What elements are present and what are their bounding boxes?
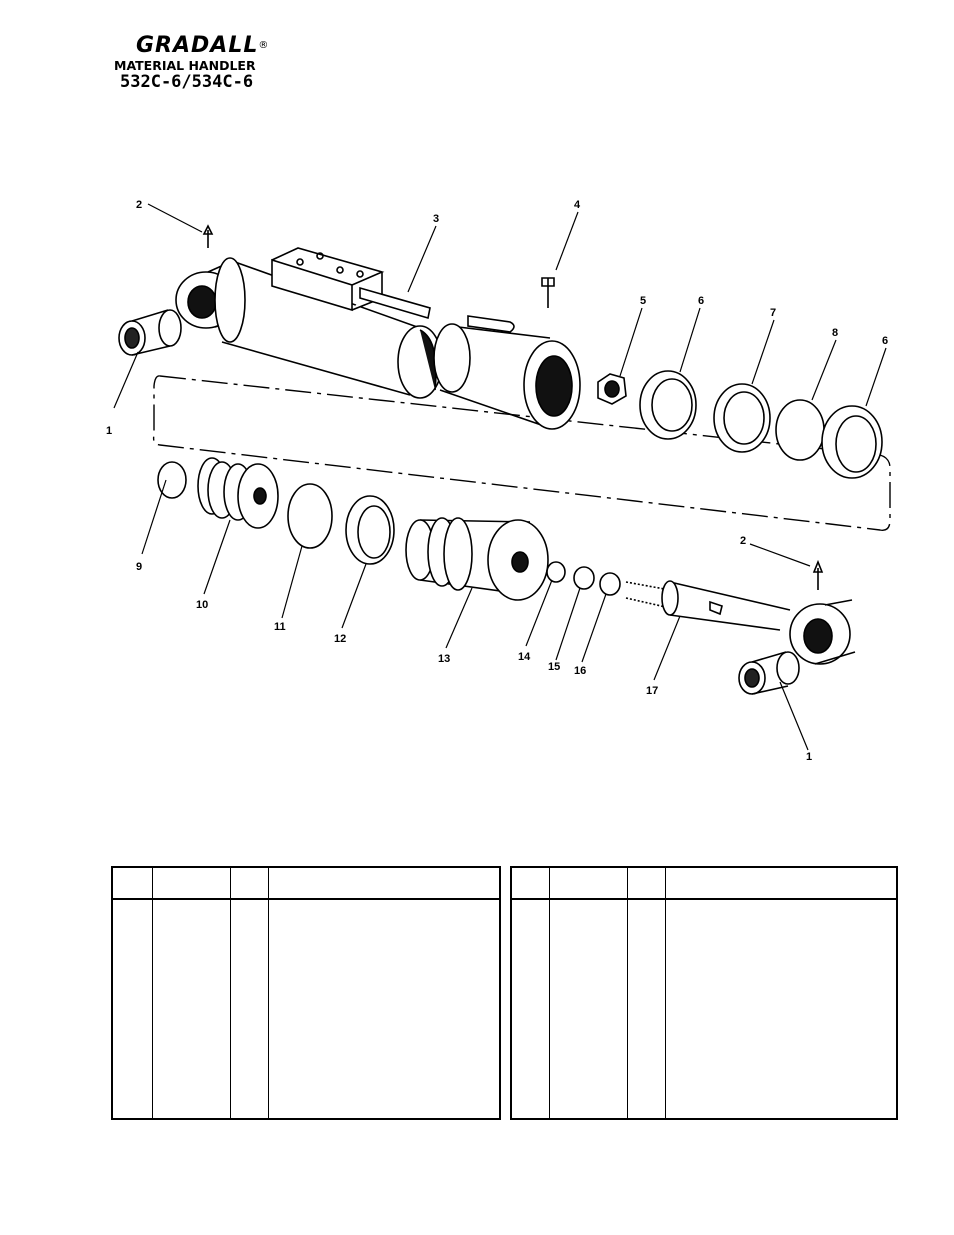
grease-fitting-part	[812, 559, 824, 590]
exploded-cylinder-diagram: 1 2 3 4 5 6 7 8 6 9 10 11 12 13 14 15 16…	[106, 199, 891, 763]
callout-6: 6	[698, 295, 704, 307]
callout-14: 14	[518, 651, 531, 663]
parts-table-left	[111, 866, 501, 1120]
header-cell	[548, 867, 627, 900]
table-cell	[229, 899, 268, 1119]
callout-17: 17	[646, 685, 658, 697]
header-cell	[664, 867, 897, 900]
callout-15: 15	[548, 661, 560, 673]
washers	[546, 561, 621, 596]
callout-5: 5	[640, 295, 646, 307]
bushing-part	[738, 651, 800, 695]
piston-rod	[625, 580, 791, 631]
callout-16: 16	[574, 665, 586, 677]
callout-2: 2	[136, 199, 142, 211]
document-subtitle: MATERIAL HANDLER	[114, 58, 256, 73]
callout-9: 9	[136, 561, 142, 573]
grease-fitting-part	[202, 224, 214, 248]
callout-12: 12	[334, 633, 346, 645]
callout-1: 1	[106, 425, 112, 437]
table-cell	[548, 899, 627, 1119]
parts-table-right	[510, 866, 898, 1120]
bushing-part	[118, 309, 182, 356]
callout-3: 3	[433, 213, 439, 225]
table-row	[112, 899, 500, 1119]
callout-7: 7	[770, 307, 776, 319]
lock-nut	[597, 373, 627, 405]
callout-13: 13	[438, 653, 450, 665]
callout-10: 10	[196, 599, 208, 611]
table-cell	[151, 899, 230, 1119]
seal-rings	[639, 370, 883, 479]
table-cell	[267, 899, 500, 1119]
header-cell	[229, 867, 268, 900]
cylinder-barrel	[214, 247, 443, 399]
table-cell	[664, 899, 897, 1119]
callout-2b: 2	[740, 535, 746, 547]
model-number: 532C-6/534C-6	[120, 72, 254, 92]
callout-4: 4	[574, 199, 581, 211]
header-cell	[511, 867, 549, 900]
piston-assembly	[157, 457, 395, 565]
callout-11: 11	[274, 621, 286, 633]
assembly-path	[152, 375, 891, 531]
table-header-row	[511, 867, 897, 900]
callout-6b: 6	[882, 335, 888, 347]
callout-numbers: 1 2 3 4 5 6 7 8 6 9 10 11 12 13 14 15 16…	[106, 199, 888, 763]
rod-end	[405, 517, 549, 601]
table-cell	[626, 899, 665, 1119]
leader-lines	[113, 203, 887, 751]
document-header: GRADALL® MATERIAL HANDLER 532C-6/534C-6	[114, 33, 314, 92]
table-header-row	[112, 867, 500, 900]
header-cell	[267, 867, 500, 900]
cylinder-head	[433, 315, 581, 430]
callout-8: 8	[832, 327, 838, 339]
bolt-part	[541, 277, 555, 308]
rod-eye	[789, 599, 856, 665]
header-cell	[151, 867, 230, 900]
header-cell	[112, 867, 152, 900]
table-cell	[112, 899, 152, 1119]
table-row	[511, 899, 897, 1119]
brand-logo: GRADALL®	[136, 33, 270, 58]
callout-1b: 1	[806, 751, 812, 763]
header-cell	[626, 867, 665, 900]
table-cell	[511, 899, 549, 1119]
